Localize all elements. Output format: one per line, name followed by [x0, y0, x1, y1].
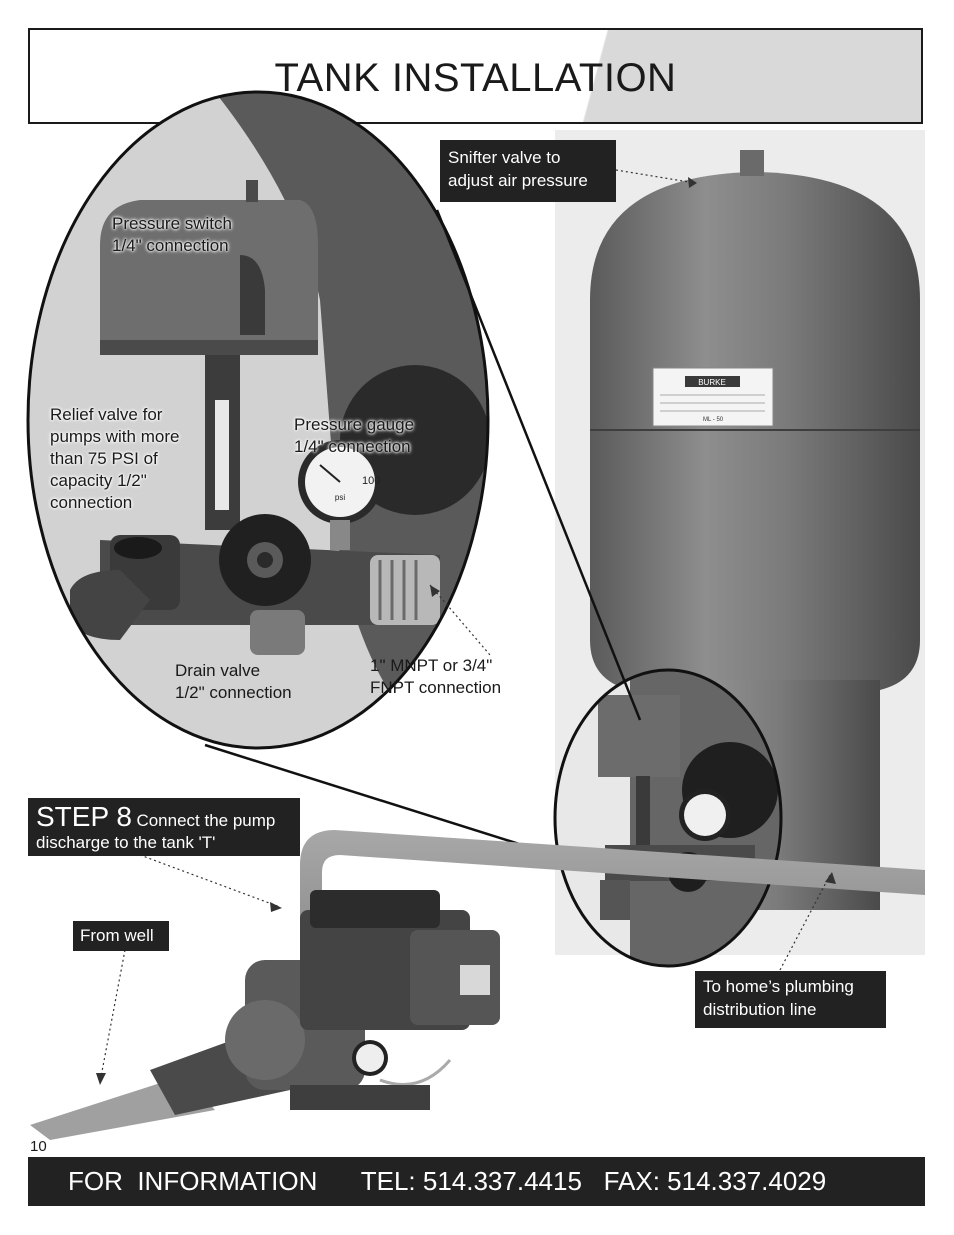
small-circle-outline — [553, 668, 783, 968]
snifter-valve-label: Snifter valve to adjust air pressure — [440, 140, 616, 202]
magnifier-circle-outline — [26, 90, 490, 750]
pressure-gauge-label: Pressure gauge 1/4" connection — [294, 414, 414, 458]
footer-phone: TEL: 514.337.4415 — [360, 1166, 582, 1196]
snifter-valve-label-line1: Snifter valve to — [448, 148, 561, 167]
step-text-line1: Connect the pump — [136, 811, 276, 830]
relief-valve-label: Relief valve for pumps with more than 75… — [50, 404, 179, 514]
pressure-switch-label-line1: Pressure switch — [112, 214, 232, 233]
relief-valve-label-line5: connection — [50, 493, 133, 512]
jet-pump — [150, 890, 500, 1115]
drain-valve-label-line2: 1/2" connection — [175, 683, 292, 702]
mnpt-connection-label-line2: FNPT connection — [370, 678, 502, 697]
home-plumbing-label-line1: To home’s plumbing — [703, 977, 854, 996]
tank-brand-text: BURKE — [698, 378, 726, 387]
page-title: TANK INSTALLATION — [274, 56, 677, 100]
mnpt-connection-label: 1" MNPT or 3/4" FNPT connection — [370, 655, 501, 699]
snifter-valve-label-line2: adjust air pressure — [448, 171, 588, 190]
home-plumbing-label: To home’s plumbing distribution line — [695, 971, 886, 1028]
leader-lines — [99, 169, 831, 1083]
magnifier-connector-line-bottom — [204, 743, 571, 862]
gauge-reading-text: 100 — [362, 475, 380, 487]
pressure-gauge-label-line2: 1/4" connection — [294, 437, 411, 456]
magnifier-connector-line-top — [435, 209, 642, 721]
tank-model-text: ML - 50 — [703, 417, 724, 423]
home-plumbing-label-line2: distribution line — [703, 1000, 817, 1019]
title-banner: TANK INSTALLATION — [28, 28, 923, 124]
pressure-switch-label-line2: 1/4" connection — [112, 236, 229, 255]
mnpt-connection-label-line1: 1" MNPT or 3/4" — [370, 656, 493, 675]
relief-valve-label-line3: than 75 PSI of — [50, 449, 158, 468]
relief-valve — [70, 570, 150, 640]
relief-valve-label-line1: Relief valve for — [50, 405, 163, 424]
pressure-gauge-label-line1: Pressure gauge — [294, 415, 415, 434]
step-text-line2: discharge to the tank 'T' — [36, 833, 216, 852]
step-8-box: STEP 8 Connect the pump discharge to the… — [28, 798, 300, 856]
contact-footer: FOR INFORMATION TEL: 514.337.4415 FAX: 5… — [28, 1157, 925, 1206]
discharge-pipe — [300, 830, 925, 960]
relief-valve-label-line4: capacity 1/2" — [50, 471, 147, 490]
step-number: STEP 8 — [36, 801, 132, 832]
gauge-unit-text: psi — [335, 493, 345, 502]
page-number: 10 — [30, 1138, 47, 1155]
relief-valve-label-line2: pumps with more — [50, 427, 180, 446]
pressure-switch-screw — [246, 180, 258, 202]
drain-valve-label-line1: Drain valve — [175, 661, 261, 680]
footer-fax: FAX: 514.337.4029 — [603, 1166, 827, 1196]
footer-info-text: FOR INFORMATION — [68, 1166, 318, 1196]
magnified-fitting-view: 100 psi — [28, 92, 488, 748]
drain-valve-outlet — [250, 610, 305, 655]
drain-valve-label: Drain valve 1/2" connection — [175, 660, 292, 704]
snifter-valve-cap — [740, 150, 764, 176]
from-well-label: From well — [73, 921, 169, 951]
pressure-switch-label: Pressure switch 1/4" connection — [112, 213, 232, 257]
